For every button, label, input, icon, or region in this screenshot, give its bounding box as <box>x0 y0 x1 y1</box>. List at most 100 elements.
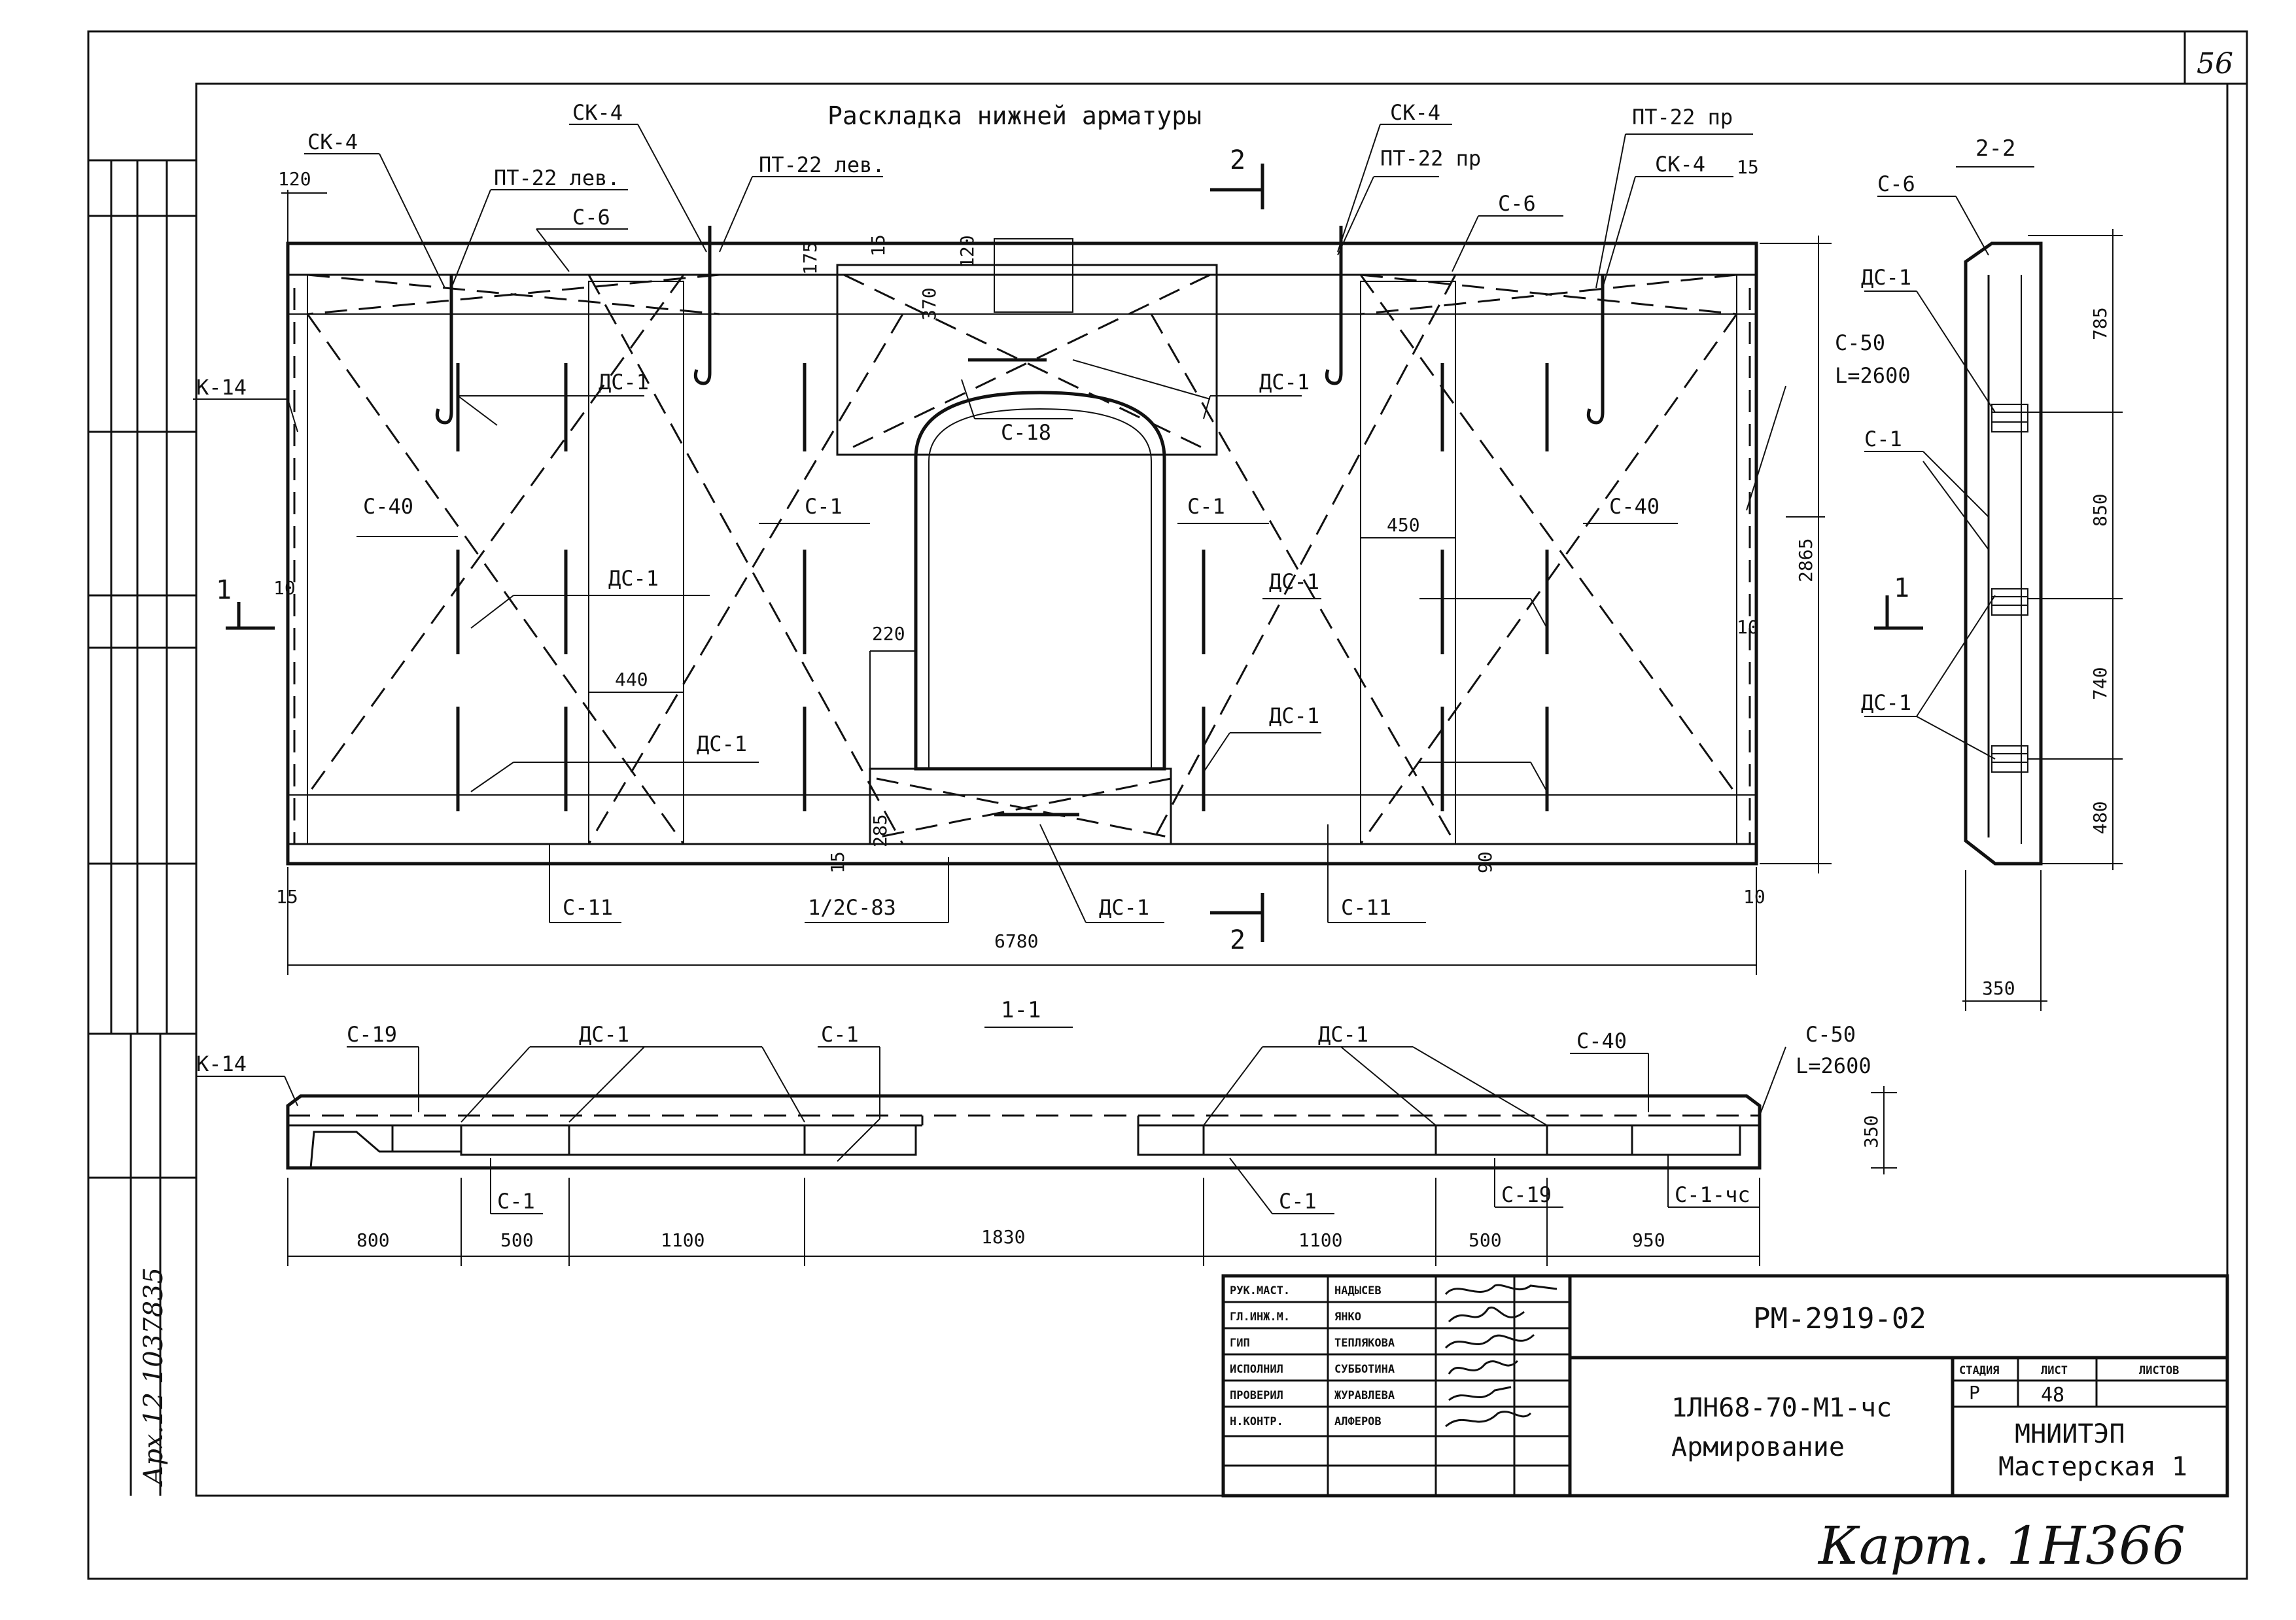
s11-label-c50-length: L=2600 <box>1796 1053 1871 1078</box>
tb-org-line1: МНИИТЭП <box>2015 1419 2125 1449</box>
label-ds1-e: ДС-1 <box>1269 569 1319 594</box>
s11-label-c1-bottom-mid: С-1 <box>1279 1189 1317 1214</box>
cut-mark-1-left: 1 <box>216 575 232 605</box>
dim-2865: 2865 <box>1795 538 1817 582</box>
outer-border <box>87 30 2248 1580</box>
tb-name-0: НАДЫСЕВ <box>1334 1284 1382 1297</box>
dim-15-top-right: 15 <box>1737 156 1759 178</box>
section-1-1-title: 1-1 <box>1001 997 1041 1023</box>
label-c11-left: С-11 <box>563 895 613 920</box>
label-c1-left: С-1 <box>805 494 843 519</box>
archive-stamp: Арх.12 1037835 <box>139 1267 169 1487</box>
tb-role-4: ПРОВЕРИЛ <box>1230 1389 1283 1402</box>
dim-175: 175 <box>799 241 821 275</box>
section-2-2: 2-2 С-6 ДС-1 С <box>1861 135 2123 1011</box>
label-ds1-c: ДС-1 <box>697 731 747 756</box>
dim-120-left: 120 <box>278 168 311 190</box>
lintel-box <box>836 264 1218 456</box>
dim-15-bottom-mid: 15 <box>827 851 848 873</box>
label-pt22-pr-a: ПТ-22 пр <box>1380 146 1481 171</box>
tb-stage-header: СТАДИЯ <box>1959 1364 1999 1377</box>
dim-285: 285 <box>869 814 891 847</box>
left-binding-strip <box>88 159 196 1496</box>
inner-border <box>195 82 2229 1497</box>
tb-product-code: 1ЛН68-70-М1-чс <box>1671 1393 1892 1423</box>
label-pt22-lev-b: ПТ-22 лев. <box>759 152 885 177</box>
tb-name-4: ЖУРАВЛЕВА <box>1334 1389 1395 1402</box>
s11-label-c1-chs: С-1-чс <box>1675 1182 1750 1207</box>
dim-450: 450 <box>1387 514 1420 536</box>
panel-outline <box>286 241 1758 866</box>
s11-dim-950: 950 <box>1632 1229 1665 1251</box>
s11-dim-500-left: 500 <box>500 1229 534 1251</box>
s22-label-c6: С-6 <box>1877 171 1915 196</box>
label-sk4-right-inner: СК-4 <box>1390 100 1440 125</box>
tb-role-0: РУК.МАСТ. <box>1230 1284 1290 1297</box>
tb-role-1: ГЛ.ИНЖ.М. <box>1230 1311 1290 1324</box>
tb-role-3: ИСПОЛНИЛ <box>1230 1363 1283 1376</box>
label-ds1-f: ДС-1 <box>1269 703 1319 728</box>
s11-label-c1-top: С-1 <box>821 1022 859 1047</box>
s11-label-c40: С-40 <box>1576 1029 1627 1053</box>
dim-10-left: 10 <box>273 577 296 599</box>
s11-label-ds1-left: ДС-1 <box>579 1022 629 1047</box>
s11-label-c19-left: С-19 <box>347 1022 397 1047</box>
tb-product-title: Армирование <box>1671 1432 1845 1462</box>
tb-name-5: АЛФЕРОВ <box>1334 1415 1382 1428</box>
cut-mark-2-top: 2 <box>1230 145 1245 175</box>
label-ds1-b: ДС-1 <box>608 566 659 591</box>
s22-dim-480: 480 <box>2089 801 2111 834</box>
s11-label-c19-right: С-19 <box>1501 1182 1552 1207</box>
label-pt22-pr-b: ПТ-22 пр <box>1632 105 1733 130</box>
tb-sheet-header: ЛИСТ <box>2041 1364 2068 1377</box>
label-c6-left: С-6 <box>572 205 610 230</box>
label-ds1-a: ДС-1 <box>599 370 649 395</box>
dim-10-right: 10 <box>1737 616 1759 638</box>
s11-label-ds1-right: ДС-1 <box>1318 1022 1368 1047</box>
s11-dim-height: 350 <box>1860 1115 1882 1148</box>
tb-stage: Р <box>1969 1382 1980 1403</box>
s11-dim-1830: 1830 <box>981 1226 1025 1248</box>
s11-dim-1100-right: 1100 <box>1298 1229 1342 1251</box>
label-sk4-right-outer: СК-4 <box>1655 152 1705 177</box>
tb-role-5: Н.КОНТР. <box>1230 1415 1283 1428</box>
sheet-number: 56 <box>2197 47 2233 80</box>
tb-name-1: ЯНКО <box>1334 1311 1361 1324</box>
s11-label-k14: К-14 <box>196 1051 247 1076</box>
dim-15-top-mid: 15 <box>867 234 889 256</box>
dim-120-mid: 120 <box>956 235 978 268</box>
section-1-1: 1-1 <box>196 997 1897 1266</box>
label-pt22-lev-a: ПТ-22 лев. <box>494 166 620 190</box>
tb-role-2: ГИП <box>1230 1337 1250 1350</box>
dim-220: 220 <box>872 623 905 644</box>
dim-6780: 6780 <box>994 930 1038 952</box>
tb-sheet: 48 <box>2041 1384 2064 1407</box>
label-k14: К-14 <box>196 375 247 400</box>
dim-440: 440 <box>615 669 648 690</box>
tb-name-3: СУББОТИНА <box>1334 1363 1395 1376</box>
s22-dim-785: 785 <box>2089 307 2111 340</box>
cut-mark-2-bottom: 2 <box>1230 925 1245 955</box>
label-c1-right: С-1 <box>1187 494 1225 519</box>
label-c40-right: С-40 <box>1609 494 1660 519</box>
label-ds1-d: ДС-1 <box>1259 370 1310 395</box>
label-c6-right: С-6 <box>1498 191 1536 216</box>
handwritten-note: Карт. 1Н366 <box>1817 1515 2185 1576</box>
s11-dim-800: 800 <box>357 1229 390 1251</box>
signatures <box>1444 1284 1557 1428</box>
plan-view: СК-4 СК-4 ПТ-22 лев. ПТ-22 лев. С-6 СК-4… <box>193 100 1923 975</box>
s22-dim-740: 740 <box>2089 667 2111 700</box>
section-2-2-title: 2-2 <box>1975 135 2015 162</box>
sheet-number-box <box>2183 30 2248 85</box>
label-c18: С-18 <box>1001 420 1051 445</box>
label-sk4-left-inner: СК-4 <box>572 100 623 125</box>
label-c40-left: С-40 <box>363 494 413 519</box>
label-ds1-bottom: ДС-1 <box>1099 895 1149 920</box>
s11-label-c50: С-50 <box>1805 1022 1856 1047</box>
s22-label-ds1-bottom: ДС-1 <box>1861 690 1911 715</box>
label-c50-length: L=2600 <box>1835 363 1911 388</box>
s22-label-c1: С-1 <box>1864 427 1902 451</box>
s22-label-ds1-top: ДС-1 <box>1861 265 1911 290</box>
label-c11-right: С-11 <box>1341 895 1391 920</box>
